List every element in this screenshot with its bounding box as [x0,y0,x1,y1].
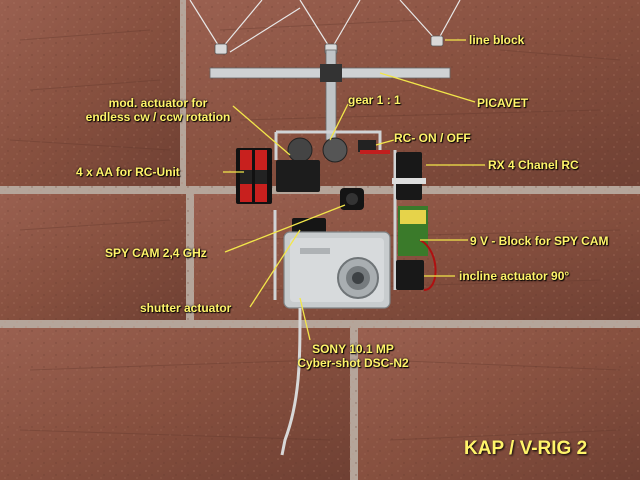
gear-assembly [276,137,348,192]
label-gear: gear 1 : 1 [348,93,401,107]
line-block-right [430,35,444,47]
sony-camera [283,231,391,309]
spy-cam [340,188,364,210]
label-batteries: 4 x AA for RC-Unit [76,165,180,179]
label-9v-battery: 9 V - Block for SPY CAM [470,234,609,248]
label-incline-actuator: incline actuator 90° [459,269,570,283]
label-line-block: line block [469,33,525,47]
label-spy-cam: SPY CAM 2,4 GHz [105,246,207,260]
rx-receiver [396,152,422,200]
nine-volt-battery [398,206,428,256]
incline-actuator [396,260,424,290]
label-mod-actuator-line1: mod. actuator for [108,96,208,110]
label-shutter-actuator: shutter actuator [140,301,232,315]
aa-battery-pack [236,148,272,204]
line-block-left [214,43,228,55]
label-mod-actuator-line2: endless cw / ccw rotation [85,110,231,124]
label-mod-actuator: mod. actuator for endless cw / ccw rotat… [70,96,246,124]
label-camera-line1: SONY 10.1 MP [312,342,394,356]
label-rc-switch: RC- ON / OFF [394,131,471,145]
kite-lines [189,0,461,53]
label-camera-line2: Cyber-shot DSC-N2 [297,356,409,370]
photo-title: KAP / V-RIG 2 [464,438,588,459]
label-picavet: PICAVET [477,96,529,110]
label-camera: SONY 10.1 MP Cyber-shot DSC-N2 [283,342,423,370]
rotation-actuator [276,160,320,192]
rc-switch [358,140,376,152]
picavet-cross [209,49,451,141]
label-rx: RX 4 Chanel RC [488,158,579,172]
camera-strap [280,307,302,456]
